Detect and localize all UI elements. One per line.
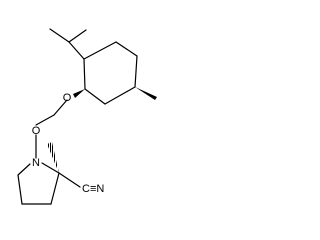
quaternary-methyl-hashed-bond [47,142,59,173]
hydroxylamine-oxygen-label: O [32,125,41,137]
nitrile-bond [58,172,81,188]
pyrrolidine-bond-n-c2 [41,162,60,174]
nitrogen-label: N [32,157,40,169]
ring-bond-c5-c6 [84,88,106,105]
ring-bond-c2-c3 [115,41,138,57]
ring-bond-c1-c2 [83,41,117,60]
pyrrolidine-bond-c2-c3 [50,172,60,205]
ring-bond-c4-c5 [104,86,136,105]
molecule-canvas: O O N C≡N [17,28,157,205]
pyrrolidine-bond-c4-c5 [17,174,23,205]
ether-o-ch2-bond [53,99,68,116]
ether-oxygen-wedge-bond [73,89,85,98]
ether-oxygen-label: O [63,92,72,104]
isopropyl-methyl-bond-right [68,29,87,43]
isopropyl-methyl-bond-left [49,28,70,43]
isopropyl-attachment-bond [68,41,85,60]
chemical-structure: O O N C≡N [17,28,157,205]
ch2-oxygen-bond [35,114,55,126]
ring-bond-c3-c4 [134,55,138,88]
ring-bond-c6-c1 [83,58,86,90]
pyrrolidine-bond-c5-n [17,163,31,176]
nitrile-label: C≡N [82,183,104,195]
ring-methyl-wedge-bond [135,87,157,100]
